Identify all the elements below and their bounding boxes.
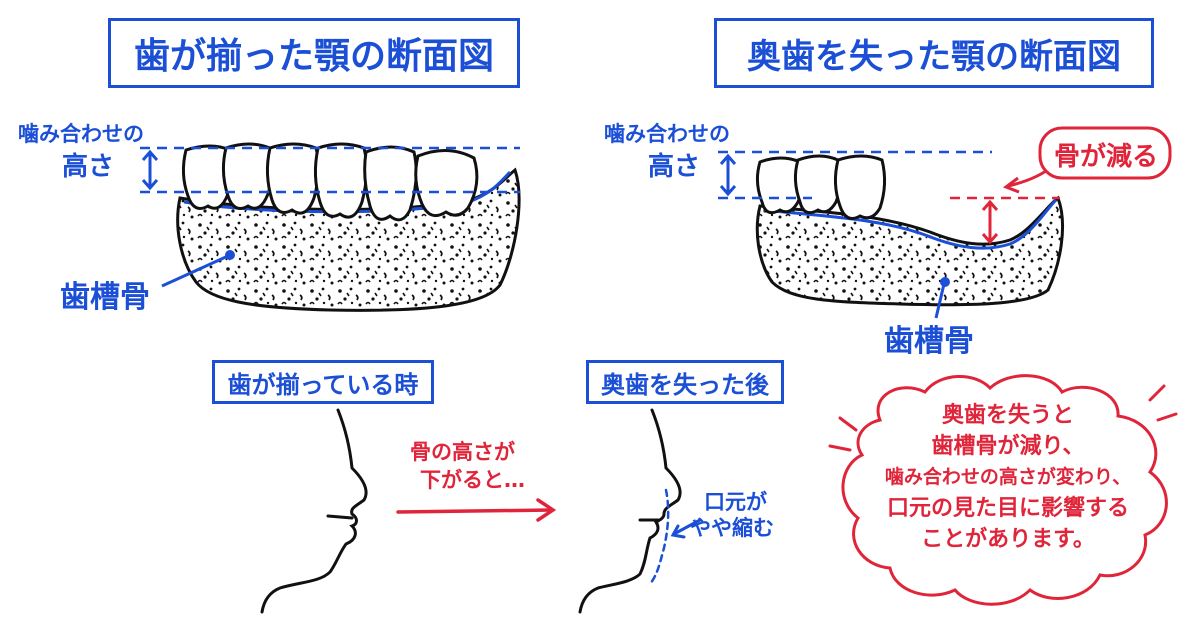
right-jaw-section xyxy=(718,126,1172,319)
alveolar-bone-label-left: 歯槽骨 xyxy=(60,280,150,315)
bone-loss-callout-box xyxy=(1038,126,1172,180)
left-bone-dot xyxy=(225,250,235,260)
bite-height-label-left-2: 高さ xyxy=(62,152,115,182)
face-outline xyxy=(578,408,682,614)
cloud-line: 噛み合わせの高さが変わり、 xyxy=(884,466,1132,488)
face-outline xyxy=(260,408,368,614)
right-teeth xyxy=(755,154,887,220)
right-bone-pointer xyxy=(934,283,946,319)
emphasis-marks xyxy=(828,384,1178,452)
right-gum-line xyxy=(763,198,1058,250)
note-cloud xyxy=(841,374,1168,606)
tooth xyxy=(363,145,418,222)
arrow-text-line1: 骨の高さが xyxy=(410,440,515,464)
bone-loss-arrow xyxy=(981,199,999,245)
profile-after xyxy=(578,408,702,614)
mouth-note-line1: 口元が xyxy=(704,490,767,514)
left-jaw-section xyxy=(140,142,521,312)
cloud-message: 奥歯を失うと 歯槽骨が減り、 噛み合わせの高さが変わり、 口元の見た目に影響する… xyxy=(868,400,1148,555)
left-height-arrow xyxy=(141,149,159,191)
original-contour xyxy=(648,488,670,586)
tooth xyxy=(265,142,321,215)
right-bone-dot xyxy=(940,277,950,287)
left-teeth xyxy=(181,142,479,222)
bite-height-label-right-2: 高さ xyxy=(648,152,701,182)
profile-before xyxy=(260,408,368,614)
left-bone-pointer xyxy=(161,254,229,288)
right-height-arrow xyxy=(719,153,737,197)
mouth-note-arrow xyxy=(670,518,702,539)
tooth xyxy=(793,154,843,215)
lip-line xyxy=(326,514,354,520)
cloud-line: 歯槽骨が減り、 xyxy=(931,434,1085,459)
caption-teeth-aligned: 歯が揃っている時 xyxy=(212,360,434,404)
alveolar-bone-label-right: 歯槽骨 xyxy=(884,324,974,359)
bone-loss-callout-arrow xyxy=(1002,166,1051,194)
transition-arrow xyxy=(396,498,557,522)
bite-height-label-right-1: 噛み合わせの xyxy=(604,122,730,146)
bone-decrease-label: 骨が減る xyxy=(1054,142,1159,172)
cloud-line: 奥歯を失うと xyxy=(941,403,1074,428)
arrow-text-line2: 下がると… xyxy=(420,468,525,492)
tooth xyxy=(414,149,479,218)
title-right: 奥歯を失った顎の断面図 xyxy=(714,18,1154,88)
tooth xyxy=(313,142,369,219)
tooth xyxy=(221,142,275,210)
tooth xyxy=(833,154,887,220)
cloud-line: ことがあります。 xyxy=(921,527,1095,552)
cloud-line: 口元の見た目に影響する xyxy=(886,496,1129,521)
bite-height-label-left-1: 噛み合わせの xyxy=(18,122,144,146)
mouth-note-line2: やや縮む xyxy=(690,516,774,540)
title-left: 歯が揃った顎の断面図 xyxy=(108,18,520,88)
caption-after-loss: 奥歯を失った後 xyxy=(586,360,784,404)
right-jaw-bone xyxy=(755,195,1065,307)
